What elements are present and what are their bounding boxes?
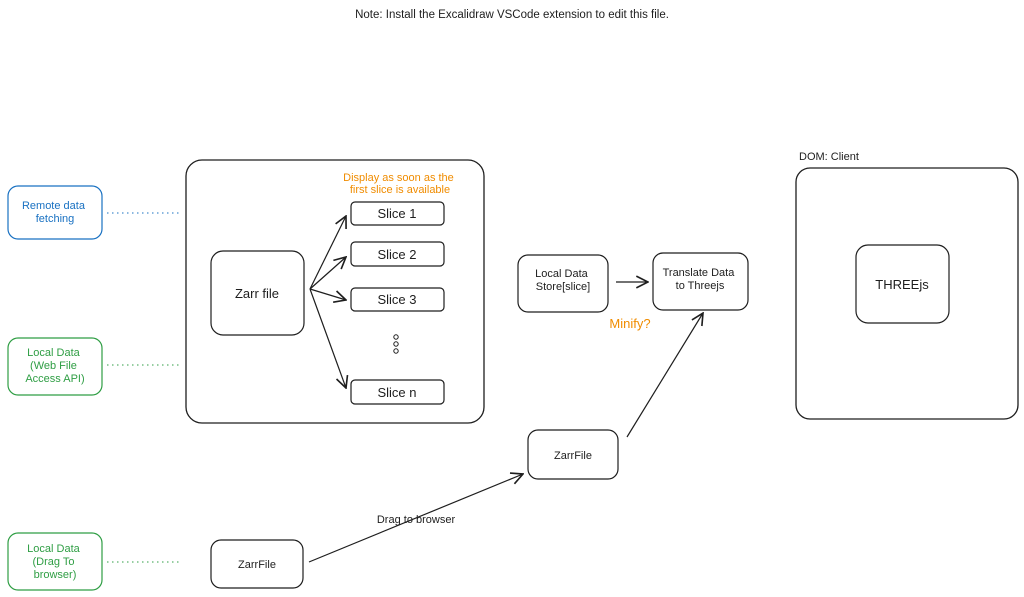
svg-text:Remote data fetching: Remote data fetching xyxy=(22,200,88,225)
local-drag-line-3: browser) xyxy=(34,569,77,581)
local-web-line-1: Local Data xyxy=(27,347,80,359)
remote-data-source: Remote data fetching xyxy=(7,185,103,240)
local-data-store-box: Local Data Store[slice] xyxy=(517,254,609,313)
svg-text:Local Data Store[slice]: Local Data Store[slice] xyxy=(535,268,591,293)
slice-n-label: Slice n xyxy=(377,385,416,400)
svg-text:Translate Data to Threej: Translate Data to Threejs xyxy=(663,267,738,292)
zarr-file-label: Zarr file xyxy=(235,286,279,301)
zarrfile-bottom-box: ZarrFile xyxy=(210,539,304,589)
slice-2-box: Slice 2 xyxy=(350,241,445,267)
local-store-line-2: Store[slice] xyxy=(536,281,590,293)
drag-to-browser-label: Drag to browser xyxy=(377,514,456,526)
arrow-drag-to-browser xyxy=(308,474,523,563)
local-web-source: Local Data (Web File Access API) xyxy=(7,337,103,396)
local-web-line-3: Access API) xyxy=(25,373,84,385)
note-text: Note: Install the Excalidraw VSCode exte… xyxy=(355,9,669,21)
zarr-container xyxy=(185,159,485,424)
local-web-line-2: (Web File xyxy=(30,360,77,372)
ellipsis-dots xyxy=(393,334,399,354)
arrow-to-slice-2 xyxy=(309,257,346,290)
translate-line-2: to Threejs xyxy=(676,280,725,292)
dom-client-label: DOM: Client xyxy=(799,151,859,163)
local-drag-line-1: Local Data xyxy=(27,543,80,555)
zarrfile-mid-box: ZarrFile xyxy=(527,429,619,480)
arrow-zarrfile-to-translate xyxy=(626,313,703,438)
slice-3-label: Slice 3 xyxy=(377,292,416,307)
translate-line-1: Translate Data xyxy=(663,267,736,279)
slice-annotation-line-1: Display as soon as the xyxy=(343,172,454,184)
slice-1-box: Slice 1 xyxy=(350,201,445,226)
svg-text:Local Data (Drag To: Local Data (Drag To browser) xyxy=(27,543,83,581)
local-store-line-1: Local Data xyxy=(535,268,588,280)
slice-1-label: Slice 1 xyxy=(377,206,416,221)
zarrfile-bottom-label: ZarrFile xyxy=(238,559,276,571)
slice-annotation-line-2: first slice is available xyxy=(350,184,450,196)
slice-2-label: Slice 2 xyxy=(377,247,416,262)
local-drag-source: Local Data (Drag To browser) xyxy=(7,532,103,591)
arrow-to-slice-3 xyxy=(309,288,346,300)
arrow-to-slice-1 xyxy=(309,216,346,290)
arrow-to-slice-n xyxy=(309,288,346,388)
svg-text:Display as soon as the fir: Display as soon as the first slice is av… xyxy=(343,172,457,196)
slice-n-box: Slice n xyxy=(350,379,445,405)
zarr-fanout-arrows xyxy=(309,216,346,388)
remote-data-line-2: fetching xyxy=(36,213,75,225)
minify-label: Minify? xyxy=(609,316,650,331)
dom-client-container xyxy=(795,167,1019,420)
threejs-box: THREEjs xyxy=(855,244,950,324)
local-drag-line-2: (Drag To xyxy=(32,556,74,568)
threejs-label: THREEjs xyxy=(875,277,929,292)
slice-3-box: Slice 3 xyxy=(350,287,445,312)
remote-data-line-1: Remote data xyxy=(22,200,86,212)
translate-box: Translate Data to Threejs xyxy=(652,252,749,311)
svg-text:Local Data (Web File: Local Data (Web File Access API) xyxy=(25,347,84,385)
zarrfile-mid-label: ZarrFile xyxy=(554,450,592,462)
zarr-file-box: Zarr file xyxy=(210,250,305,336)
